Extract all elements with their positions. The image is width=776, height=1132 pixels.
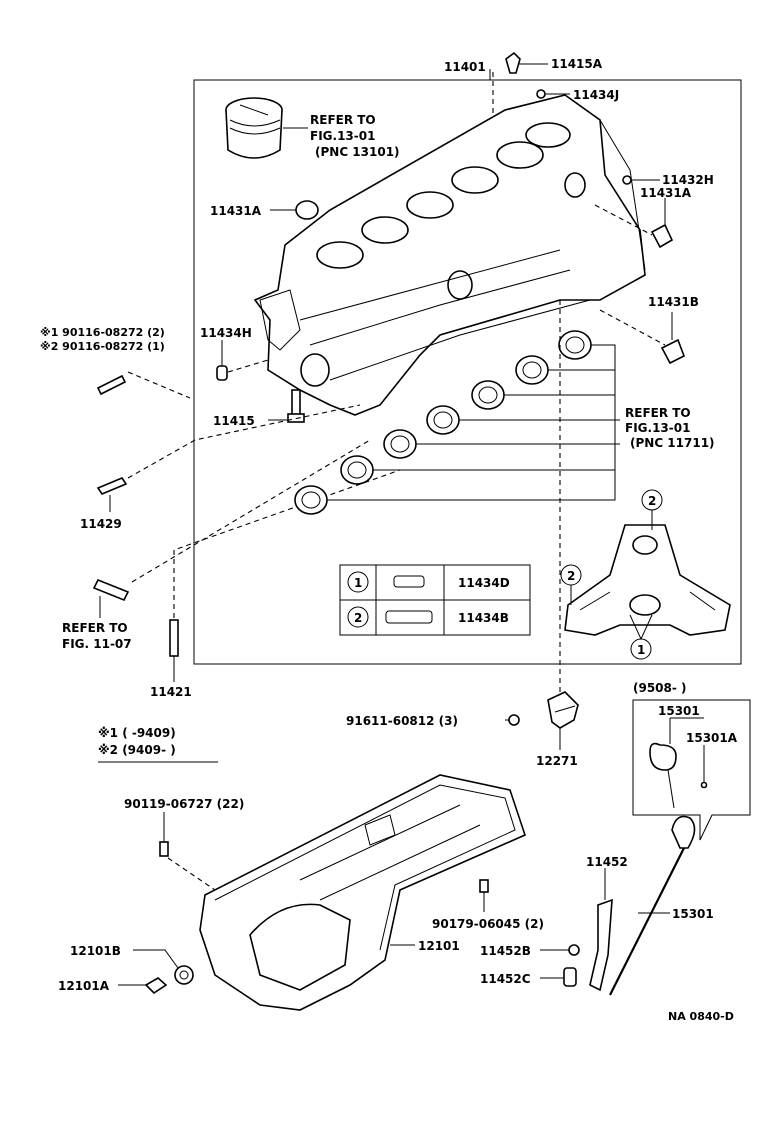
label-11431B: 11431B [648, 295, 699, 309]
dash-11431B [599, 309, 666, 346]
label-11415A: 11415A [551, 57, 603, 71]
bolt-91611 [505, 714, 520, 726]
bolt-11415A [505, 51, 548, 74]
label-12101B: 12101B [70, 944, 121, 958]
pin-11434H [216, 365, 228, 381]
label-11452B: 11452B [480, 944, 531, 958]
label-12101: 12101 [418, 939, 460, 953]
label-refer-fig-1: REFER TO [62, 621, 128, 635]
label-refer-bearing-1: REFER TO [625, 406, 691, 420]
label-diagram-code: NA 0840-D [668, 1010, 734, 1023]
dipstick-15301 [609, 815, 696, 996]
callout-top-number: 2 [648, 494, 656, 508]
gasket-12101A [118, 977, 168, 995]
label-9508: (9508- ) [633, 681, 687, 695]
guide-11452 [589, 868, 613, 992]
piston-drawing [225, 97, 308, 159]
label-refer-piston-2: FIG.13-01 [310, 129, 375, 143]
dipstick-detail-box [632, 699, 751, 841]
label-11429: 11429 [80, 517, 122, 531]
legend-key-2: 2 [354, 611, 362, 625]
plug-11431A-right [650, 198, 674, 249]
label-15301A: 15301A [686, 731, 738, 745]
label-11415: 11415 [213, 414, 255, 428]
label-stud-note2: ※2 90116-08272 (1) [40, 340, 165, 353]
dash-11431A-right [594, 204, 653, 236]
legend-key-1: 1 [354, 576, 362, 590]
seal-11452C [563, 967, 577, 987]
plug-12101B [133, 949, 194, 985]
stud-11429 [96, 404, 361, 512]
legend-part-2: 11434B [458, 611, 509, 625]
label-11431A-right: 11431A [640, 186, 692, 200]
label-11452: 11452 [586, 855, 628, 869]
label-15301-top: 15301 [658, 704, 700, 718]
label-legend-note2: ※2 (9409- ) [98, 743, 176, 757]
label-11421: 11421 [150, 685, 192, 699]
label-stud-note1: ※1 90116-08272 (2) [40, 326, 165, 339]
label-refer-bearing-2: FIG.13-01 [625, 421, 690, 435]
block-frame [193, 79, 742, 665]
dash-11434H [227, 359, 269, 373]
label-refer-bearing-3: (PNC 11711) [630, 436, 715, 450]
legend-part-1: 11434D [458, 576, 510, 590]
bolt-90179 [479, 879, 489, 912]
label-refer-fig-2: FIG. 11-07 [62, 637, 132, 651]
bolt-11415 [268, 389, 305, 423]
legend-table [339, 564, 531, 636]
label-11431A-left: 11431A [210, 204, 262, 218]
bearing-cap-drawing [564, 524, 731, 636]
label-90179: 90179-06045 (2) [432, 917, 544, 931]
label-12101A: 12101A [58, 979, 110, 993]
label-11401: 11401 [444, 60, 486, 74]
oil-pan-12101 [199, 774, 526, 1011]
label-refer-piston-3: (PNC 13101) [315, 145, 400, 159]
label-15301: 15301 [672, 907, 714, 921]
cylinder-block-drawing [253, 94, 646, 416]
plug-11432H [622, 175, 632, 185]
plug-11431B [660, 312, 686, 365]
main-bearings [294, 330, 620, 515]
label-90119: 90119-06727 (22) [124, 797, 244, 811]
callout-bottom-number: 1 [637, 643, 645, 657]
bolt-11452B [568, 944, 580, 956]
plug-11431A-left [270, 200, 319, 220]
bolt-90119 [159, 812, 216, 891]
plug-11434J [536, 89, 546, 99]
label-11434H: 11434H [200, 326, 252, 340]
stud-refer-11-07 [92, 439, 371, 618]
label-legend-note1: ※1 ( -9409) [98, 726, 176, 740]
label-11452C: 11452C [480, 972, 531, 986]
label-91611: 91611-60812 (3) [346, 714, 458, 728]
lead-callout-bottom [629, 614, 653, 640]
label-12271: 12271 [536, 754, 578, 768]
label-refer-piston-1: REFER TO [310, 113, 376, 127]
label-11434J: 11434J [573, 88, 619, 102]
strainer-12271 [547, 691, 579, 750]
stud-90116 [96, 371, 191, 399]
label-11432H: 11432H [662, 173, 714, 187]
callout-left-number: 2 [567, 569, 575, 583]
